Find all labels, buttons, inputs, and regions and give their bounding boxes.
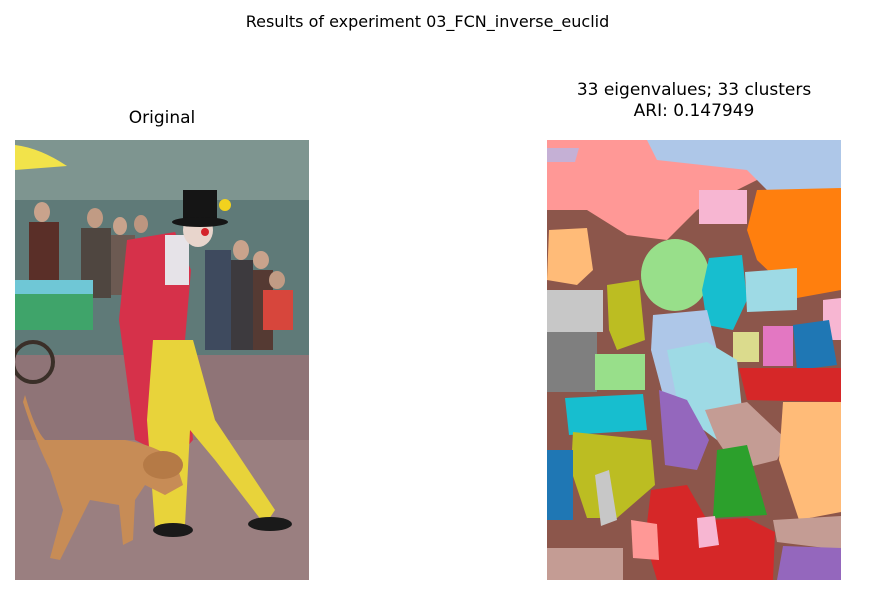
segment-light-olive — [733, 332, 759, 362]
clown-shoe — [248, 517, 292, 531]
segment-blue — [793, 320, 837, 370]
yellow-umbrella — [15, 145, 67, 170]
segment-purple — [659, 390, 709, 470]
clown-hat — [183, 190, 217, 222]
segment-tan — [705, 402, 787, 470]
segment-light-cyan — [745, 268, 797, 312]
segmentation-title-line-2: ARI: 0.147949 — [633, 101, 755, 121]
segment-light-gray — [547, 290, 603, 332]
segment-magenta — [763, 326, 793, 366]
segment-red — [739, 368, 841, 402]
original-panel-title: Original — [128, 108, 196, 128]
spectator-red-shirt — [263, 290, 293, 330]
dog — [23, 395, 183, 560]
segment-light-blue — [647, 140, 841, 192]
segment-light-green — [641, 239, 709, 311]
segment-light-purple — [547, 148, 579, 162]
segmentation-image — [547, 140, 841, 580]
original-image-panel — [15, 140, 309, 580]
original-image — [15, 140, 309, 580]
dog-head — [143, 451, 183, 479]
figure-suptitle: Results of experiment 03_FCN_inverse_euc… — [245, 12, 610, 31]
segmentation-title-line-1: 33 eigenvalues; 33 clusters — [576, 80, 812, 100]
spectator — [29, 222, 59, 282]
segmentation-panel-title: 33 eigenvalues; 33 clusters ARI: 0.14794… — [494, 80, 881, 122]
clown-shoe — [153, 523, 193, 537]
segment-light-orange — [547, 228, 593, 285]
segmentation-image-panel — [547, 140, 841, 580]
segment-cyan — [702, 255, 747, 330]
segment-light-pink — [699, 190, 747, 224]
segment-gray — [547, 332, 597, 392]
cart-wheel — [15, 340, 55, 384]
clown-nose — [201, 228, 209, 236]
segment-green — [713, 445, 767, 518]
segment-olive — [607, 280, 645, 350]
